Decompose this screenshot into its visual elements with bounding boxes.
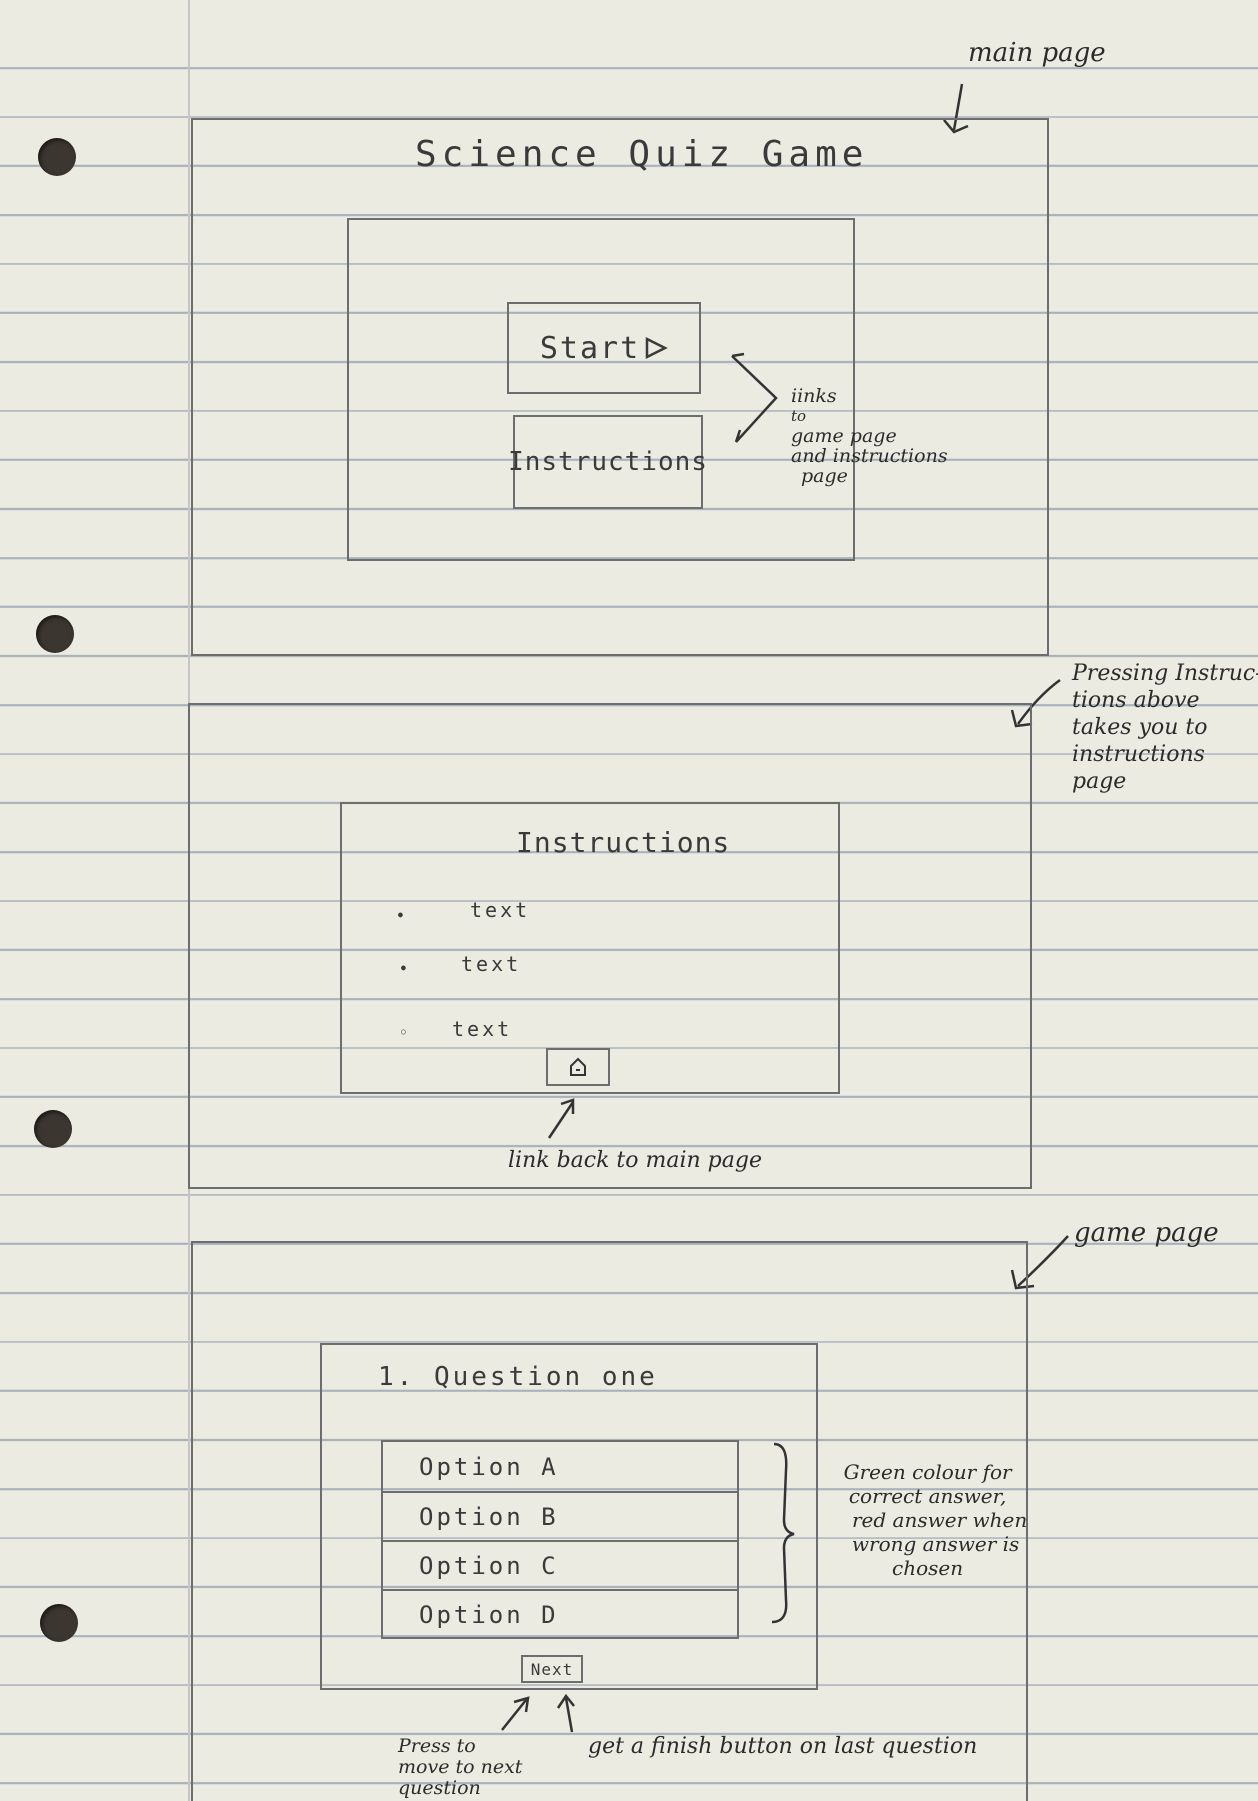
links-bracket-icon xyxy=(731,352,778,443)
list-item: text xyxy=(452,1017,513,1041)
main-page-frame xyxy=(191,118,1049,656)
binder-hole xyxy=(34,1110,72,1148)
bullet-icon: ● xyxy=(401,963,406,972)
option-b-button[interactable]: Option B xyxy=(383,1491,737,1541)
question-panel xyxy=(320,1343,818,1690)
start-button[interactable]: Start xyxy=(507,302,701,394)
option-label: Option D xyxy=(419,1601,559,1629)
colour-feedback-note: Green colour for correct answer, red ans… xyxy=(843,1460,1028,1580)
page-title: Science Quiz Game xyxy=(415,134,869,175)
bullet-icon: ○ xyxy=(401,1027,406,1036)
instructions-button-label: Instructions xyxy=(508,447,708,477)
instructions-button[interactable]: Instructions xyxy=(508,415,707,509)
instructions-page-frame xyxy=(188,703,1032,1189)
home-arrow-icon xyxy=(547,1098,575,1139)
game-page-arrow-icon xyxy=(1010,1235,1069,1290)
binder-hole xyxy=(40,1604,78,1642)
game-page-annotation: game page xyxy=(1074,1218,1219,1248)
question-text: 1. Question one xyxy=(378,1362,658,1392)
option-c-button[interactable]: Option C xyxy=(383,1540,737,1590)
options-brace-icon xyxy=(771,1442,795,1624)
next-arrows-icon xyxy=(501,1693,575,1733)
list-item: text xyxy=(470,898,531,922)
bullet-icon: ● xyxy=(398,910,403,919)
next-button[interactable]: Next xyxy=(521,1655,583,1683)
start-button-label: Start xyxy=(539,330,641,366)
option-label: Option A xyxy=(419,1453,559,1481)
option-d-button[interactable]: Option D xyxy=(383,1589,737,1639)
binder-hole xyxy=(38,138,76,176)
next-button-label: Next xyxy=(530,1659,574,1679)
list-item: text xyxy=(461,952,522,976)
play-triangle-icon xyxy=(645,336,668,360)
main-page-arrow-icon xyxy=(943,83,969,134)
option-a-button[interactable]: Option A xyxy=(383,1442,737,1492)
links-note: iinks to game page and instructions page xyxy=(791,385,948,487)
instructions-page-arrow-icon xyxy=(1010,678,1061,728)
options-list: Option A Option B Option C Option D xyxy=(381,1440,739,1639)
home-note: link back to main page xyxy=(508,1148,762,1173)
instructions-title: Instructions xyxy=(516,826,731,859)
home-button[interactable] xyxy=(546,1048,610,1086)
option-label: Option B xyxy=(419,1503,559,1531)
main-page-annotation: main page xyxy=(968,38,1106,68)
binder-hole xyxy=(36,615,74,653)
instructions-page-annotation: Pressing Instruc- tions above takes you … xyxy=(1072,661,1258,794)
home-icon xyxy=(570,1057,586,1076)
instructions-panel xyxy=(340,802,840,1094)
option-label: Option C xyxy=(419,1552,559,1580)
next-note: Press to move to next question xyxy=(398,1735,523,1799)
finish-button-note: get a finish button on last question xyxy=(588,1734,978,1759)
game-page-frame xyxy=(191,1241,1028,1801)
main-menu-panel xyxy=(347,218,855,561)
